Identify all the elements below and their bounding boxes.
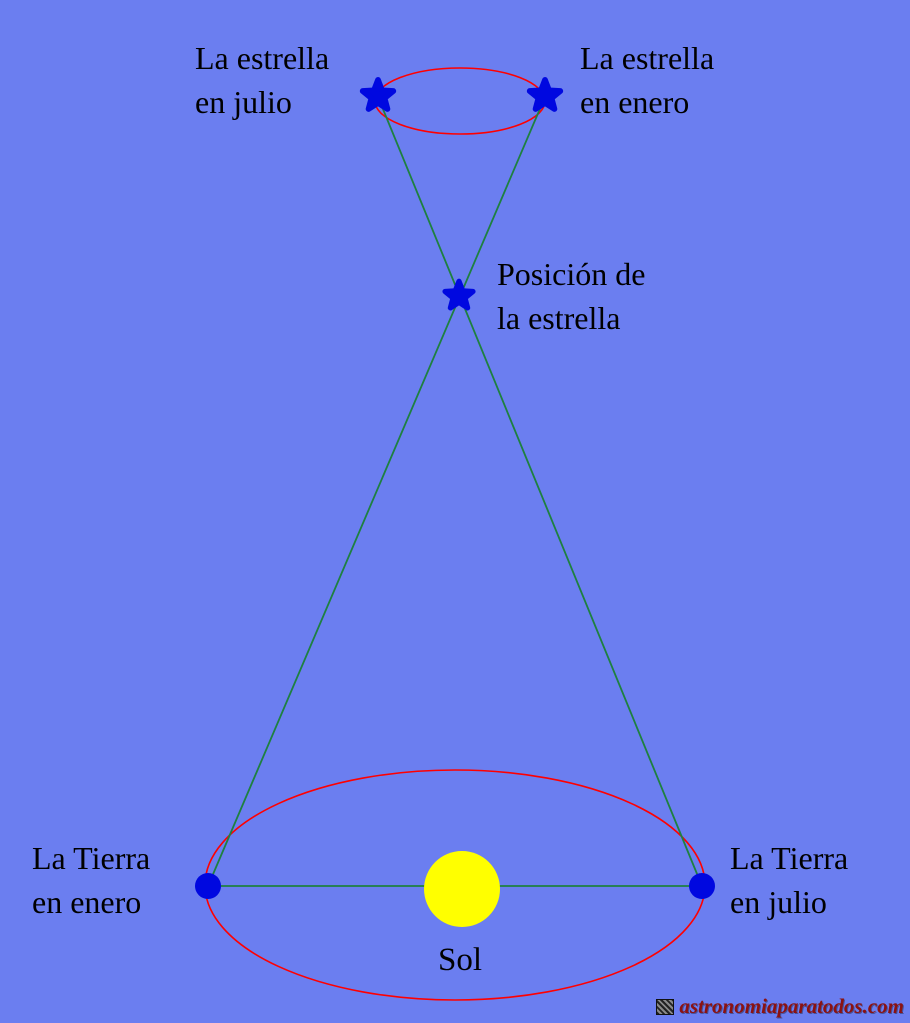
earth-july-dot [689, 873, 715, 899]
sightline-january [207, 96, 546, 887]
label-star-july: La estrella en julio [195, 40, 330, 121]
earth-january-dot [195, 873, 221, 899]
sun-disk [424, 851, 500, 927]
star-true-position-icon [445, 281, 473, 308]
star-july-icon [363, 80, 394, 109]
label-earth-july: La Tierra en julio [730, 840, 849, 921]
label-star-january: La estrella en enero [580, 40, 715, 121]
star-apparent-orbit-ellipse [374, 67, 546, 135]
label-star-position: Posición de la estrella [497, 256, 646, 337]
label-sun: Sol [438, 942, 483, 978]
watermark-text: astronomiaparatodos.com [679, 994, 904, 1018]
watermark-logo-icon [656, 998, 675, 1015]
watermark: astronomiaparatodos.com [656, 994, 904, 1019]
label-earth-january: La Tierra en enero [32, 840, 151, 921]
sightline-july [377, 96, 703, 887]
